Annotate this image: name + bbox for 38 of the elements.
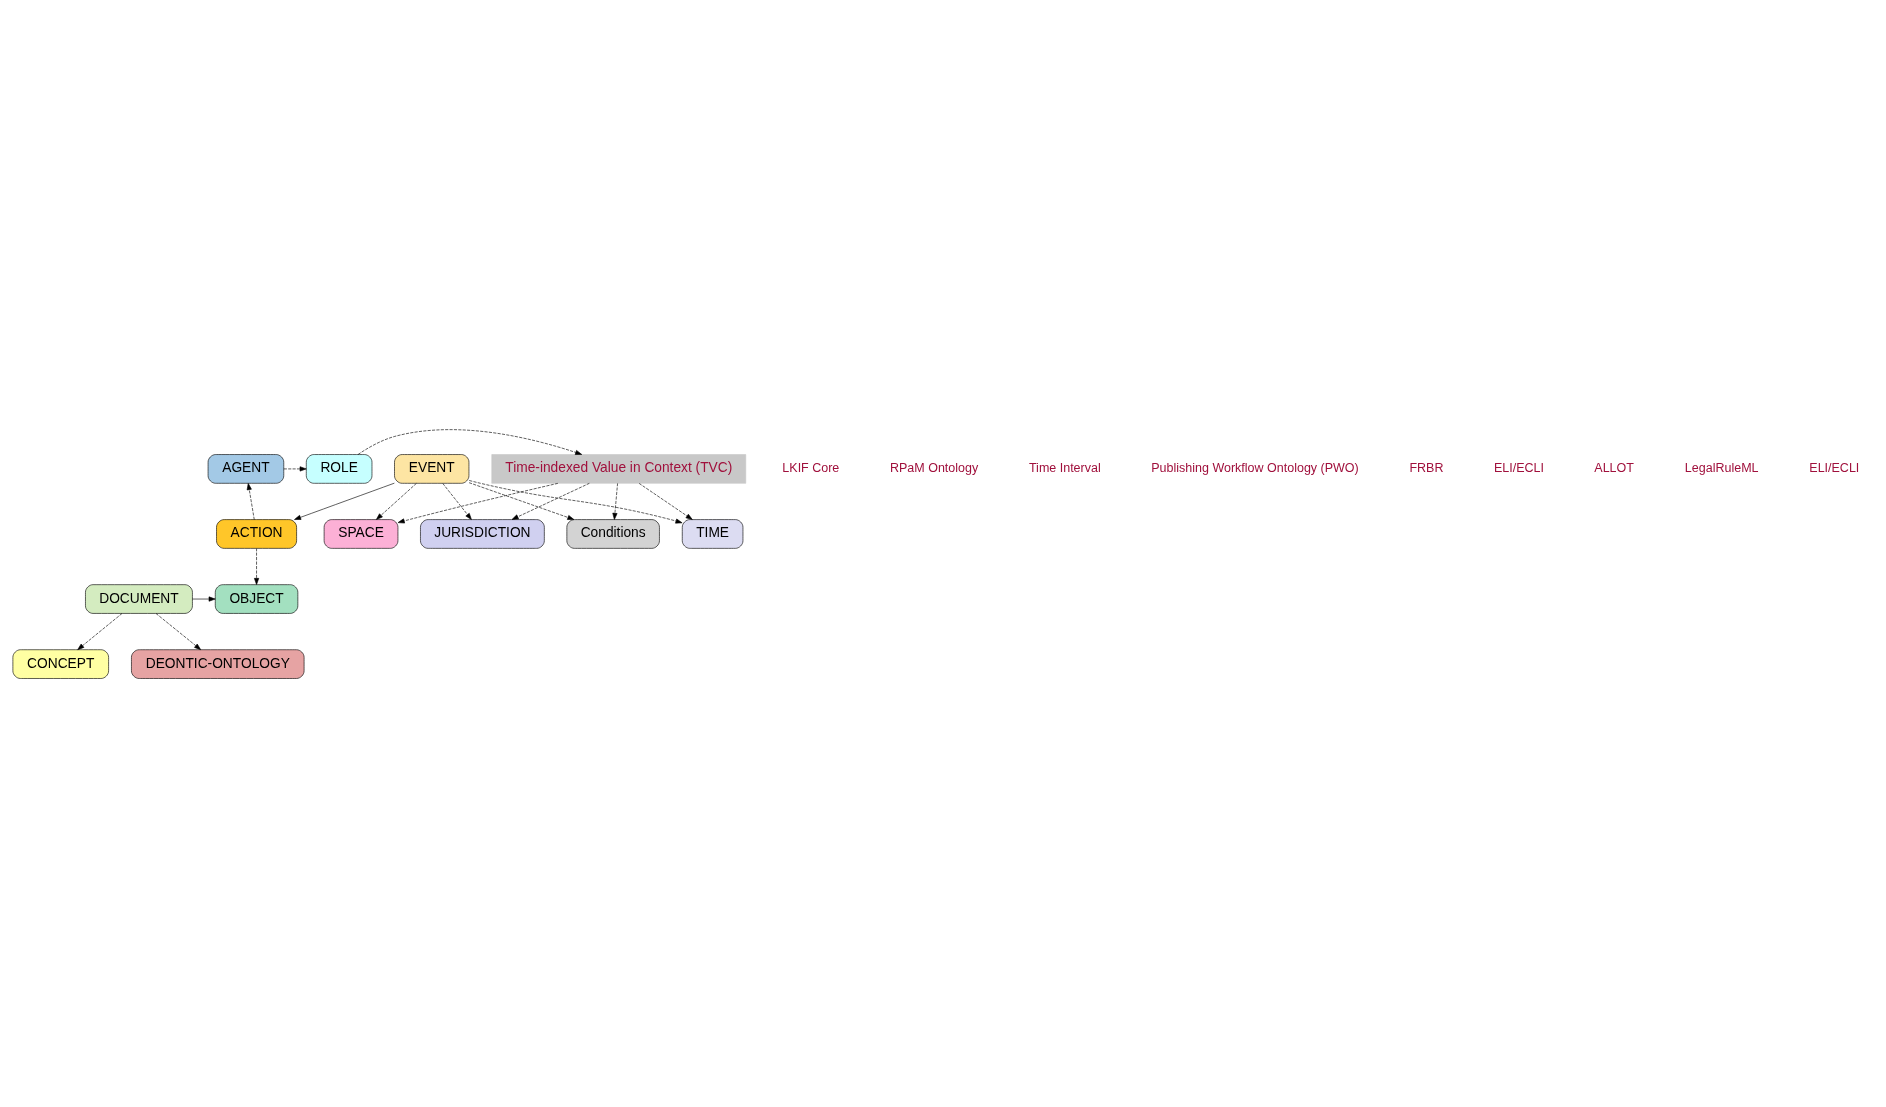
arrow: [77, 612, 123, 650]
node-box: ACTION: [216, 518, 297, 549]
node-box: DOCUMENT: [85, 583, 193, 614]
label: Publishing Workflow Ontology (PWO): [1151, 460, 1359, 475]
arrow: [357, 428, 583, 455]
label: RPaM Ontology: [889, 460, 979, 475]
arrow: [376, 482, 417, 520]
arrow: [442, 482, 472, 520]
arrow: [468, 479, 683, 523]
arrow: [612, 482, 618, 520]
label: Time Interval: [1028, 460, 1101, 475]
label: FRBR: [1409, 460, 1444, 475]
arrow: [397, 482, 559, 523]
arrow: [468, 481, 575, 520]
label: ELI/ECLI: [1494, 460, 1545, 475]
label: ALLOT: [1594, 460, 1634, 475]
label: ELI/ECLI: [1809, 460, 1860, 475]
arrow: [155, 612, 201, 650]
arrow: [192, 596, 216, 602]
node-box: CONCEPT: [12, 648, 109, 679]
node-box: OBJECT: [214, 583, 299, 614]
arrow: [254, 547, 260, 585]
node-box: Time-indexed Value in Context (TVC): [491, 453, 747, 484]
arrow: [638, 482, 693, 520]
arrow: [511, 482, 590, 520]
arrow: [246, 482, 255, 520]
node-box: Conditions: [566, 518, 660, 549]
arrow: [294, 482, 395, 520]
arrow: [283, 465, 307, 471]
node-box: AGENT: [207, 453, 285, 484]
node-box: ROLE: [306, 453, 373, 484]
node-box: TIME: [681, 518, 744, 549]
label: LKIF Core: [782, 460, 840, 475]
label: LegalRuleML: [1684, 460, 1759, 475]
node-box: EVENT: [394, 453, 470, 484]
node-box: SPACE: [323, 518, 399, 549]
node-box: JURISDICTION: [420, 518, 545, 549]
node-box: DEONTIC-ONTOLOGY: [131, 648, 305, 679]
